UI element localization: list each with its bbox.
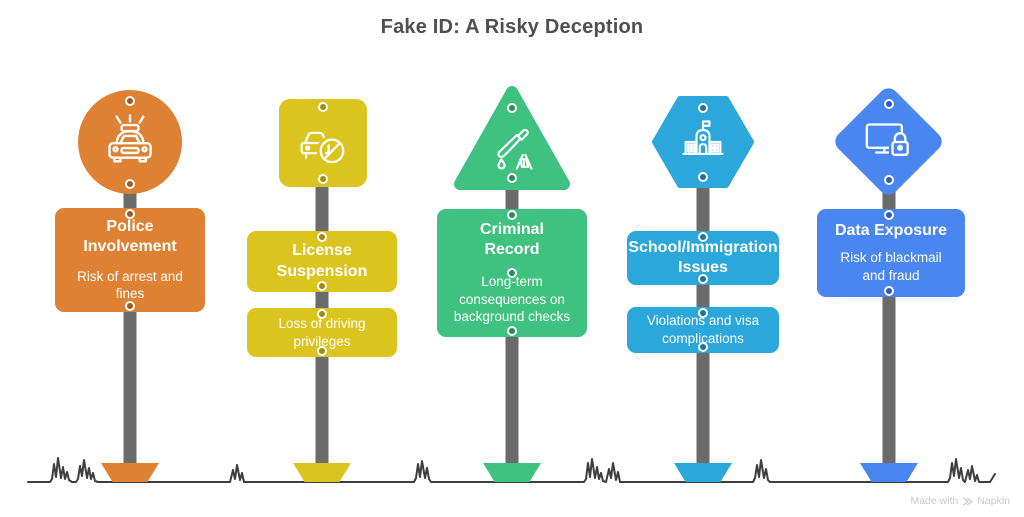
bolt-dot bbox=[507, 326, 517, 336]
sign-description: Violations and visa complications bbox=[646, 313, 760, 346]
bolt-dot bbox=[884, 210, 894, 220]
bolt-dot bbox=[884, 99, 894, 109]
sign-plate-license-suspension: License Suspension bbox=[247, 231, 397, 292]
bolt-dot bbox=[884, 175, 894, 185]
bolt-dot bbox=[698, 274, 708, 284]
bolt-dot bbox=[125, 301, 135, 311]
sign-description: Long-term consequences on background che… bbox=[453, 273, 571, 325]
signpost-base bbox=[674, 463, 732, 482]
bolt-dot bbox=[884, 286, 894, 296]
monitor-lock-icon bbox=[865, 123, 910, 157]
sign-description: Risk of blackmail and fraud bbox=[840, 250, 942, 284]
sign-plate-criminal-record: Criminal Record Long-term consequences o… bbox=[437, 209, 587, 337]
police-car-icon bbox=[108, 114, 152, 163]
sign-description: Loss of driving privileges bbox=[278, 315, 366, 349]
watermark-brand: Napkin bbox=[977, 495, 1010, 507]
bolt-dot bbox=[507, 268, 517, 278]
sign-plate-data-exposure: Data Exposure Risk of blackmail and frau… bbox=[817, 209, 965, 297]
bolt-dot bbox=[698, 172, 708, 182]
bolt-dot bbox=[698, 103, 708, 113]
school-icon bbox=[682, 120, 724, 155]
signpost-base bbox=[293, 463, 351, 482]
bolt-dot bbox=[507, 210, 517, 220]
bolt-dot bbox=[318, 102, 328, 112]
bolt-dot bbox=[125, 96, 135, 106]
napkin-logo-icon bbox=[963, 497, 973, 505]
sign-title: License Suspension bbox=[276, 242, 368, 280]
signpost-base bbox=[860, 463, 918, 482]
bolt-dot bbox=[317, 281, 327, 291]
bolt-dot bbox=[698, 308, 708, 318]
bolt-dot bbox=[698, 232, 708, 242]
signpost-base bbox=[483, 463, 541, 482]
crime-scene-icon bbox=[497, 128, 533, 170]
hexagon-sign-shape bbox=[652, 96, 754, 188]
bolt-dot bbox=[317, 232, 327, 242]
sign-title: School/Immigration Issues bbox=[628, 238, 778, 276]
bolt-dot bbox=[507, 173, 517, 183]
signpost-pole bbox=[315, 150, 329, 464]
sign-description: Risk of arrest and fines bbox=[77, 268, 183, 302]
bolt-dot bbox=[125, 179, 135, 189]
bolt-dot bbox=[318, 174, 328, 184]
bolt-dot bbox=[317, 309, 327, 319]
signpost-base bbox=[101, 463, 159, 482]
signpost-pole bbox=[882, 150, 896, 464]
bolt-dot bbox=[125, 209, 135, 219]
page-title: Fake ID: A Risky Deception bbox=[380, 16, 644, 38]
bolt-dot bbox=[507, 103, 517, 113]
sign-title: Police Involvement bbox=[83, 217, 177, 256]
bolt-dot bbox=[698, 342, 708, 352]
watermark: Made with Napkin bbox=[910, 495, 1010, 507]
watermark-text: Made with bbox=[910, 495, 959, 507]
car-banned-icon bbox=[300, 131, 348, 167]
sign-plate-police-involvement: Police Involvement Risk of arrest and fi… bbox=[55, 208, 205, 312]
sign-title: Data Exposure bbox=[834, 221, 948, 239]
triangle-sign-shape bbox=[454, 86, 570, 190]
bolt-dot bbox=[317, 346, 327, 356]
sign-title: Criminal Record bbox=[479, 220, 544, 259]
